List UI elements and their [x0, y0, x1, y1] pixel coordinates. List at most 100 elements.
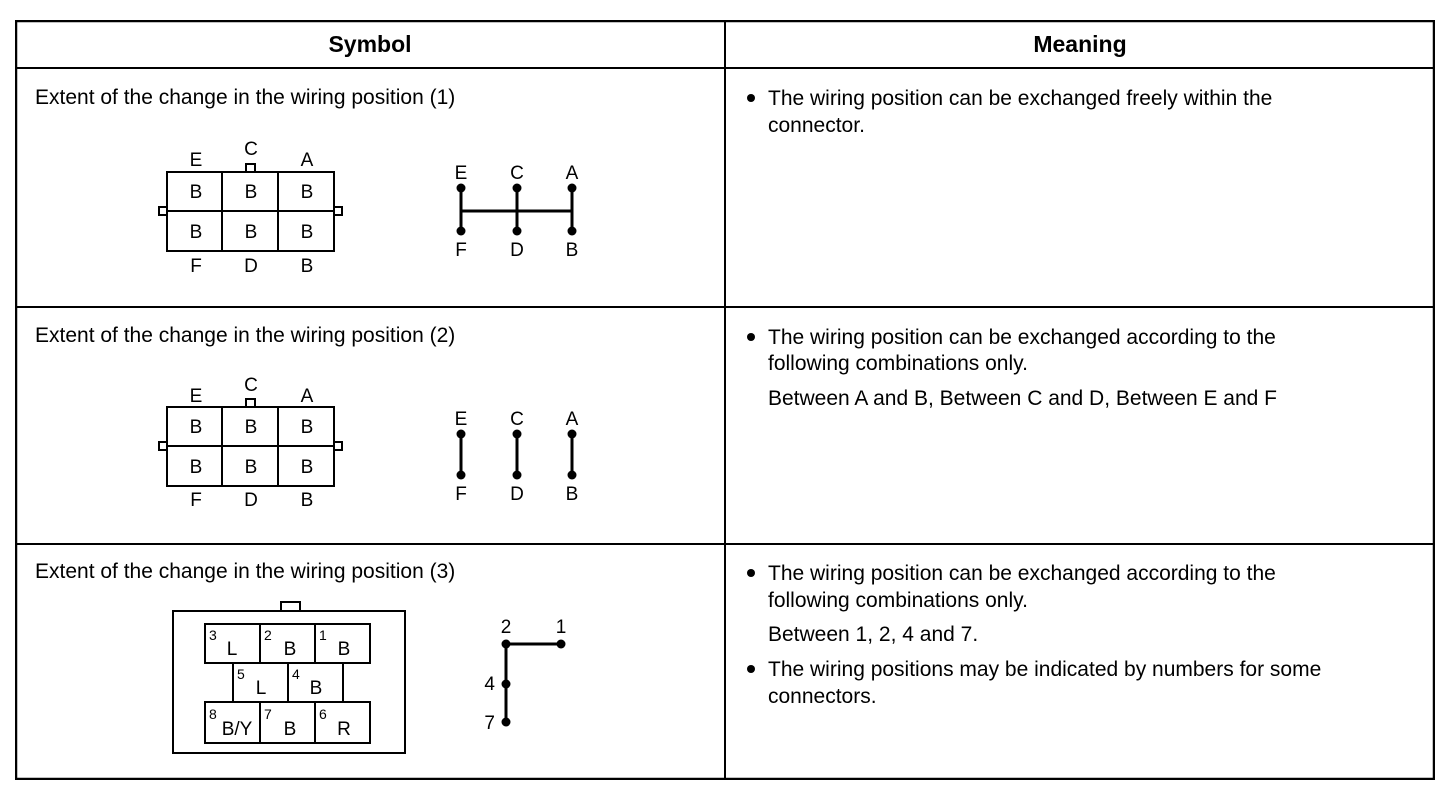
meaning-text: The wiring position can be exchanged acc… [747, 326, 1277, 410]
row-caption: Extent of the change in the wiring posit… [35, 560, 455, 583]
cavity-color: B [284, 639, 297, 660]
meaning-note: Between 1, 2, 4 and 7. [768, 623, 978, 646]
terminal-label: F [455, 240, 467, 261]
cavity-number: 2 [264, 627, 272, 643]
terminal-dot [567, 183, 577, 193]
terminal-label: D [510, 484, 524, 505]
terminal-label: B [566, 240, 579, 261]
cavity-number: 4 [292, 666, 300, 682]
terminal-dot [501, 639, 511, 649]
terminal-label: 1 [556, 617, 567, 638]
cavity-color: B/Y [222, 719, 253, 740]
pin-label: D [244, 256, 258, 277]
connector-diagram: 3 L 2 B 1 B 5 L 4 B 8 B/Y 7 B 6 R [172, 601, 406, 754]
cell-color: B [190, 222, 203, 243]
terminal-dot [456, 470, 466, 480]
terminal-dot [512, 429, 522, 439]
connector-key [245, 398, 256, 408]
terminal-label: B [566, 484, 579, 505]
cavity-color: B [284, 719, 297, 740]
terminal-label: E [455, 409, 468, 430]
connector-key [280, 601, 301, 612]
meaning-bullet-line: The wiring positions may be indicated by… [768, 658, 1321, 681]
terminal-dot [501, 717, 511, 727]
terminal-dot [512, 183, 522, 193]
cell-color: B [301, 182, 314, 203]
pin-label: C [244, 139, 258, 160]
cell-color: B [245, 457, 258, 478]
cell-color: B [301, 222, 314, 243]
pin-label: A [301, 150, 314, 171]
terminal-label: A [566, 163, 579, 184]
wiring-schematic: 2 1 4 7 [484, 617, 566, 734]
cavity-number: 5 [237, 666, 245, 682]
meaning-text: The wiring position can be exchanged acc… [747, 562, 1321, 708]
terminal-label: C [510, 163, 524, 184]
pin-label: F [190, 490, 202, 511]
terminal-dot [456, 183, 466, 193]
terminal-label: F [455, 484, 467, 505]
terminal-dot [567, 429, 577, 439]
meaning-bullet-line: The wiring position can be exchanged fre… [768, 87, 1272, 110]
row-caption: Extent of the change in the wiring posit… [35, 86, 455, 109]
terminal-label: E [455, 163, 468, 184]
terminal-dot [512, 226, 522, 236]
cell-color: B [190, 182, 203, 203]
table-grid [15, 20, 1435, 780]
cavity-color: B [310, 678, 323, 699]
cell-color: B [301, 417, 314, 438]
terminal-label: 4 [484, 674, 495, 695]
bullet-icon [747, 333, 755, 341]
cavity-color: B [338, 639, 351, 660]
pin-label: C [244, 375, 258, 396]
terminal-label: 2 [501, 617, 512, 638]
terminal-dot [456, 226, 466, 236]
pin-label: F [190, 256, 202, 277]
connector-latch [333, 206, 343, 216]
terminal-dot [501, 679, 511, 689]
connector-latch [158, 441, 168, 451]
terminal-dot [567, 470, 577, 480]
cell-color: B [190, 417, 203, 438]
meaning-bullet-line: The wiring position can be exchanged acc… [768, 326, 1276, 349]
bullet-icon [747, 569, 755, 577]
cell-color: B [245, 417, 258, 438]
terminal-dot [512, 470, 522, 480]
terminal-label: 7 [484, 713, 495, 734]
cavity-color: R [337, 719, 351, 740]
bullet-icon [747, 94, 755, 102]
terminal-label: D [510, 240, 524, 261]
terminal-dot [556, 639, 566, 649]
bullet-icon [747, 665, 755, 673]
row-2: Extent of the change in the wiring posit… [35, 324, 1277, 511]
cell-color: B [245, 222, 258, 243]
connector-diagram: E C A B B B B B B F D B [158, 375, 343, 511]
row-1: Extent of the change in the wiring posit… [35, 86, 1272, 277]
row-caption: Extent of the change in the wiring posit… [35, 324, 455, 347]
cavity-number: 7 [264, 706, 272, 722]
meaning-bullet-line: following combinations only. [768, 352, 1028, 375]
terminal-label: A [566, 409, 579, 430]
meaning-bullet-line: The wiring position can be exchanged acc… [768, 562, 1276, 585]
connector-latch [158, 206, 168, 216]
cavity-color: L [227, 639, 238, 660]
meaning-bullet-line: connectors. [768, 685, 877, 708]
cavity-number: 3 [209, 627, 217, 643]
pin-label: E [190, 386, 203, 407]
cell-color: B [190, 457, 203, 478]
cavity-number: 6 [319, 706, 327, 722]
meaning-bullet-line: following combinations only. [768, 589, 1028, 612]
connector-key [245, 163, 256, 173]
connector-diagram: E C A B B B B B B F D B [158, 139, 343, 277]
connector-latch [333, 441, 343, 451]
cavity-color: L [256, 678, 267, 699]
meaning-text: The wiring position can be exchanged fre… [747, 87, 1272, 137]
terminal-dot [567, 226, 577, 236]
wiring-schematic: E C A F D B [455, 409, 579, 505]
pin-label: B [301, 256, 314, 277]
cavity-number: 8 [209, 706, 217, 722]
header-meaning: Meaning [1033, 31, 1126, 57]
cell-color: B [301, 457, 314, 478]
terminal-label: C [510, 409, 524, 430]
wiring-position-table: Symbol Meaning Extent of the change in t… [15, 20, 1435, 780]
